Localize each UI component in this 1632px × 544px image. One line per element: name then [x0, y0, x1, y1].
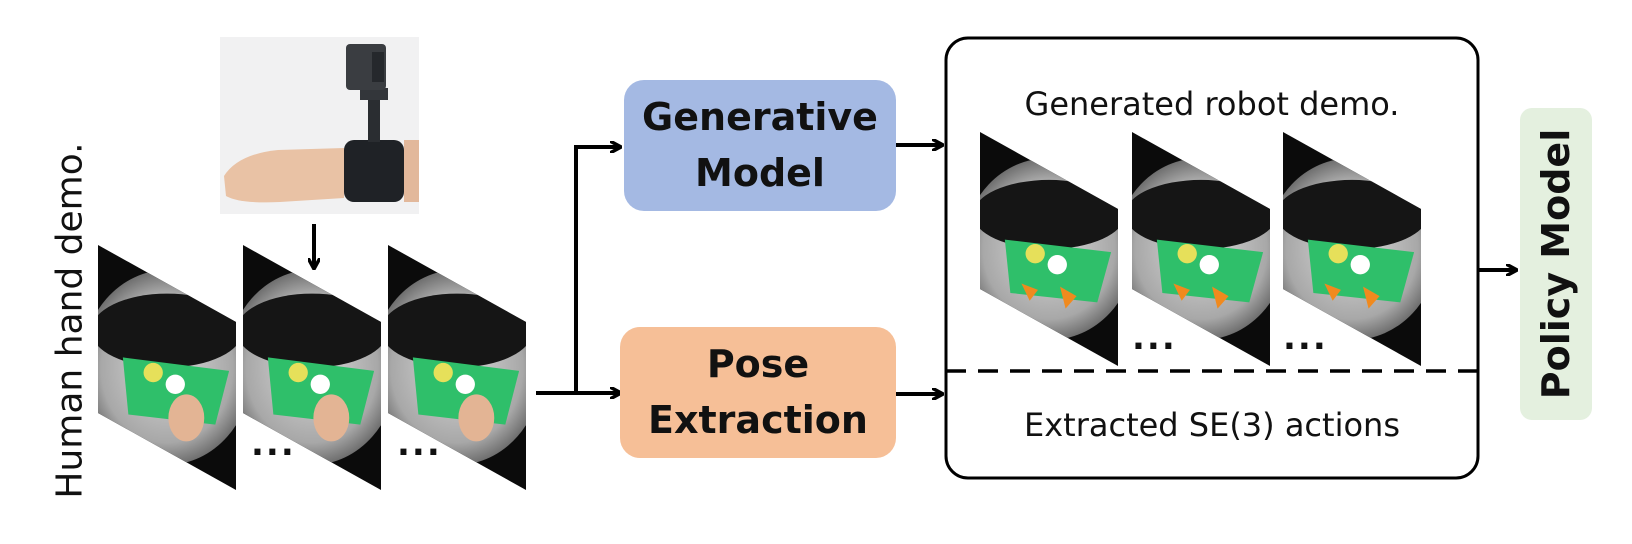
generative-model-line2: Model: [695, 150, 825, 195]
generative-model-box: [624, 80, 896, 211]
policy-model-label-container: Policy Model: [1520, 108, 1592, 420]
robot-frame-3: [1283, 132, 1421, 366]
pose-extraction-box: [620, 327, 896, 458]
pose-extraction-label: Pose Extraction: [620, 327, 896, 458]
policy-model-box: [1520, 108, 1592, 420]
wrist-camera-photo: [220, 37, 419, 214]
robot-frames-ellipsis-2: ...: [1283, 318, 1328, 358]
extracted-actions-label: Extracted SE(3) actions: [1024, 406, 1400, 444]
pose-extraction-line2: Extraction: [648, 397, 868, 442]
human-frame-3: [388, 245, 526, 490]
human-demo-label-container: Human hand demo.: [10, 120, 130, 520]
robot-frame-1: [980, 132, 1118, 366]
human-frame-1: [98, 245, 236, 490]
output-panel: [944, 36, 1480, 480]
frames-to-generative-arrow: [536, 147, 620, 395]
human-frame-2: [243, 245, 381, 490]
generated-robot-demo-title: Generated robot demo.: [1024, 85, 1400, 123]
robot-frame-2: [1132, 132, 1270, 366]
human-frames-ellipsis-2: ...: [397, 424, 442, 464]
human-demo-label: Human hand demo.: [49, 141, 91, 499]
policy-model-label: Policy Model: [1534, 128, 1579, 400]
human-frames-ellipsis-1: ...: [251, 424, 296, 464]
generative-model-line1: Generative: [642, 95, 878, 140]
robot-frames-ellipsis-1: ...: [1132, 318, 1177, 358]
robot-demo-frames: [980, 132, 1421, 366]
pose-extraction-line1: Pose: [706, 342, 810, 387]
generative-model-label: Generative Model: [624, 80, 896, 211]
human-demo-frames: [98, 245, 526, 490]
